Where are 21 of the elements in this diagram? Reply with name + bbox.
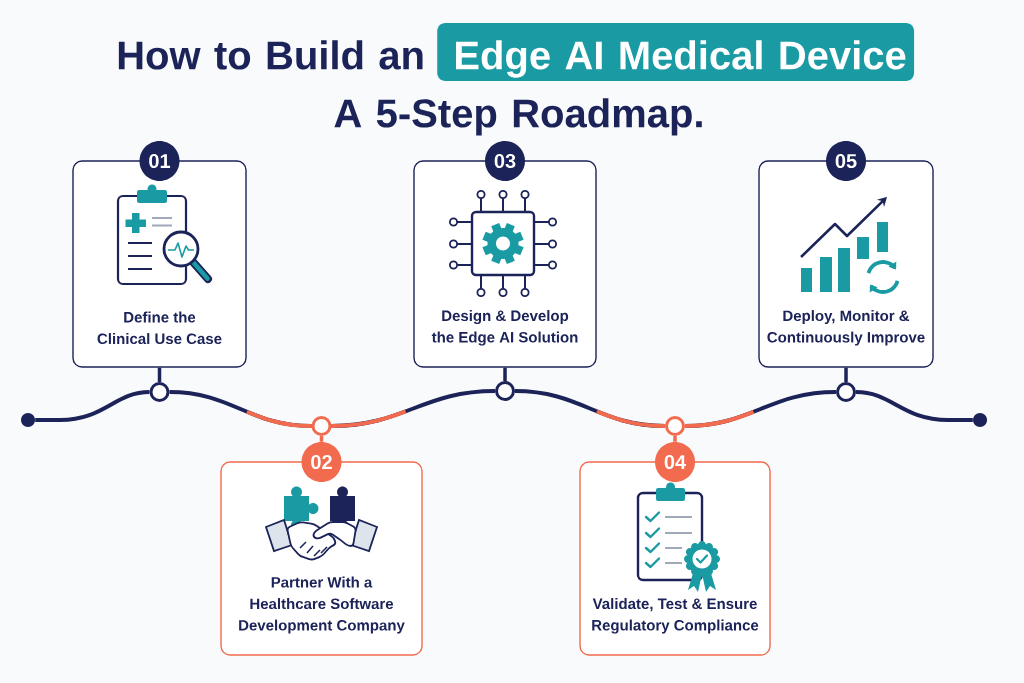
timeline-curve (855, 390, 973, 422)
number-badge: 02 (301, 442, 342, 482)
number-badge: 04 (655, 442, 695, 482)
timeline-circle (149, 382, 170, 402)
number-badge: 01 (139, 141, 180, 181)
timeline-curve (169, 390, 312, 428)
timeline-curve (684, 390, 837, 428)
connector-line (319, 436, 324, 442)
title: How to Build an Edge AI Medical Device A 5-Step Roadmap. (118, 23, 915, 136)
number-badge: 03 (485, 141, 525, 181)
end-dot (21, 413, 35, 427)
timeline-curve (514, 389, 666, 428)
timeline-curve (331, 389, 496, 428)
timeline-curve (35, 390, 150, 422)
number-badge: 05 (826, 141, 866, 181)
connector-line (503, 367, 507, 381)
connector-line (157, 367, 162, 382)
connector-line (844, 367, 848, 382)
connector-line (673, 436, 677, 442)
timeline-circle (311, 416, 332, 436)
end-dot (973, 413, 987, 427)
